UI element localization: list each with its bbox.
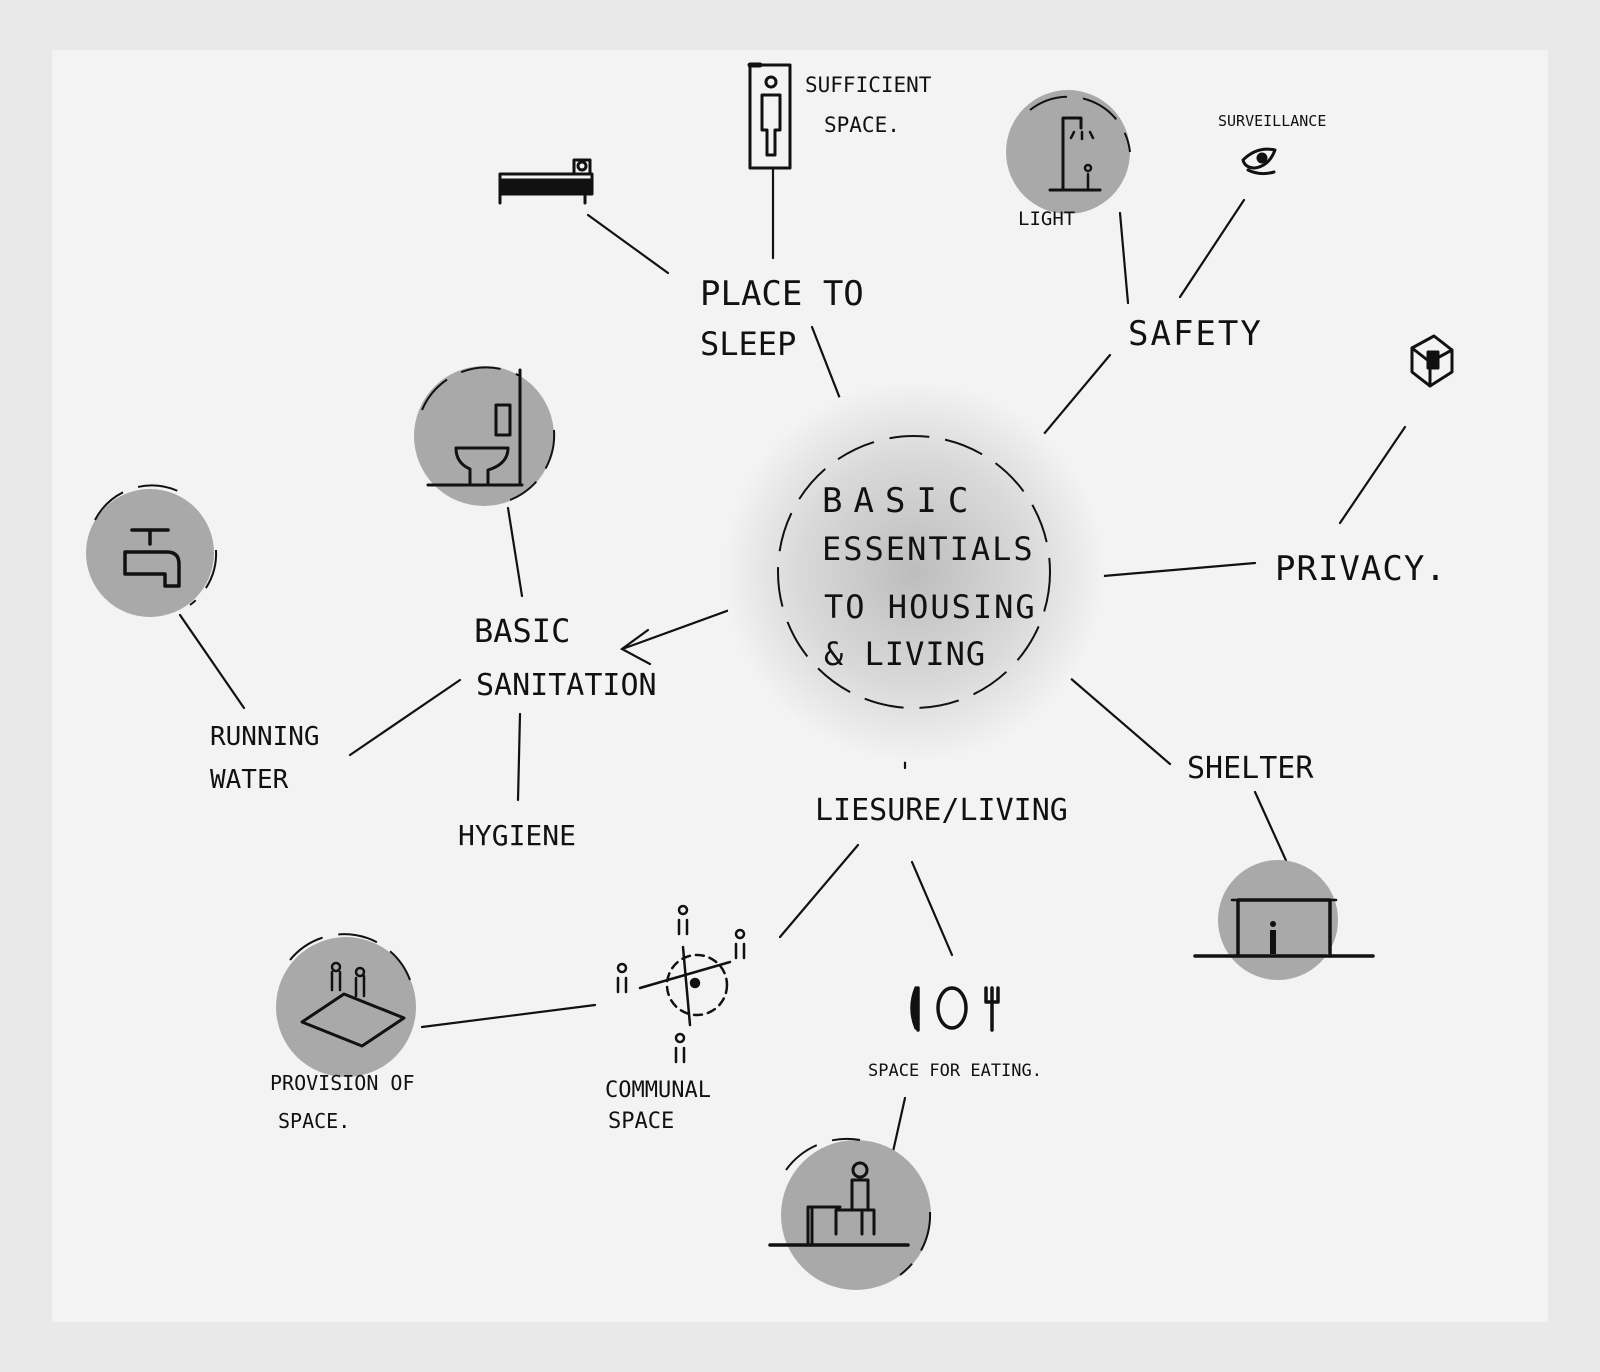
light-label: LIGHT (1018, 208, 1075, 230)
dining-figure-icon (768, 1137, 932, 1290)
communal-figures-icon (616, 904, 746, 1064)
center-title-line2: ESSENTIALS (822, 530, 1035, 568)
provision-of-space-line1: PROVISION OF (270, 1071, 415, 1095)
shower-light-icon (1006, 90, 1131, 214)
tap-icon (86, 484, 218, 617)
bed-icon (498, 158, 594, 205)
leisure-living-label: LIESURE/LIVING (815, 793, 1068, 828)
communal-space-line1: COMMUNAL (605, 1078, 711, 1103)
sufficient-space-line2: SPACE. (824, 113, 900, 137)
privacy-label: PRIVACY. (1275, 549, 1447, 589)
basic-sanitation-label: BASIC SANITATION (474, 612, 657, 703)
central-node: BASIC ESSENTIALS TO HOUSING & LIVING (724, 382, 1104, 762)
place-to-sleep-line1: PLACE TO (700, 274, 864, 314)
place-to-sleep-line2: SLEEP (700, 325, 796, 363)
provision-of-space-line2: SPACE. (278, 1109, 350, 1133)
center-title-line3: TO HOUSING (824, 588, 1037, 626)
running-water-label: RUNNING WATER (210, 722, 320, 795)
space-for-eating-label: SPACE FOR EATING. (868, 1061, 1042, 1081)
communal-space-label: COMMUNAL SPACE (605, 1078, 711, 1134)
toilet-icon (414, 366, 556, 506)
box-figure-icon (1410, 334, 1454, 388)
hygiene-label: HYGIENE (458, 819, 576, 852)
sufficient-space-line1: SUFFICIENT (805, 73, 932, 97)
basic-sanitation-line2: SANITATION (476, 668, 657, 703)
node-place-to-sleep: PLACE TO SLEEP (700, 274, 864, 363)
safety-label: SAFETY (1128, 314, 1263, 354)
running-water-line1: RUNNING (210, 722, 320, 752)
shelter-label: SHELTER (1187, 751, 1314, 786)
communal-space-line2: SPACE (608, 1109, 674, 1134)
surveillance-label: SURVEILLANCE (1218, 112, 1326, 130)
center-title-line1: BASIC (822, 481, 979, 521)
shelter-icon (1193, 860, 1375, 980)
eye-icon (1241, 147, 1277, 176)
center-title-line4: & LIVING (824, 635, 986, 673)
provision-of-space-label: PROVISION OF SPACE. (270, 1071, 415, 1133)
group-platform-icon (276, 933, 416, 1077)
running-water-line2: WATER (210, 765, 289, 795)
sufficient-space-label: SUFFICIENT SPACE. (805, 73, 932, 137)
standing-figure-icon (747, 62, 792, 170)
basic-sanitation-line1: BASIC (474, 612, 570, 650)
cutlery-icon (910, 986, 1000, 1032)
